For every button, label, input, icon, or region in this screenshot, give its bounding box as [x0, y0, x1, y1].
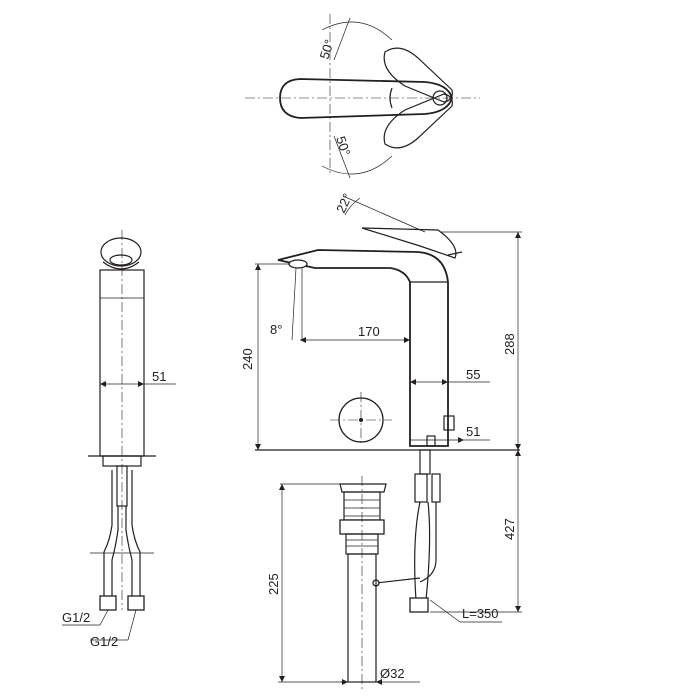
- total-height-label: 288: [502, 333, 517, 355]
- outlet-height-label: 240: [240, 348, 255, 370]
- drain-flange: [339, 483, 387, 493]
- side-view-handle-knob: [100, 237, 142, 267]
- side-body-width-label: 51: [152, 369, 166, 384]
- inlet-thread-2-label: G1/2: [90, 634, 118, 649]
- top-view: 50° 50°: [245, 14, 480, 179]
- inlet-nut-1: [99, 595, 117, 611]
- drain-diameter-label: Ø32: [380, 666, 405, 681]
- body-depth-label: 55: [466, 367, 480, 382]
- drain-length-label: 225: [266, 573, 281, 595]
- spout-angle-label: 8°: [270, 322, 282, 337]
- top-view-handle: [279, 78, 453, 119]
- handle-rotation-top-label: 50°: [317, 38, 337, 61]
- spout-reach-label: 170: [358, 324, 380, 339]
- handle-lift-angle-label: 22°: [333, 191, 355, 215]
- side-view: 51 G1/2 G1/2: [62, 230, 176, 649]
- hose-nut: [409, 597, 429, 613]
- handle-rotation-bottom-label: 50°: [333, 134, 353, 157]
- below-deck-length-label: 427: [502, 518, 517, 540]
- inlet-nut-2: [127, 595, 145, 611]
- base-depth-label: 51: [466, 424, 480, 439]
- inlet-thread-1-label: G1/2: [62, 610, 90, 625]
- front-view: 22° 8° 170 240 55: [240, 191, 522, 690]
- hose-length-label: L=350: [462, 606, 499, 621]
